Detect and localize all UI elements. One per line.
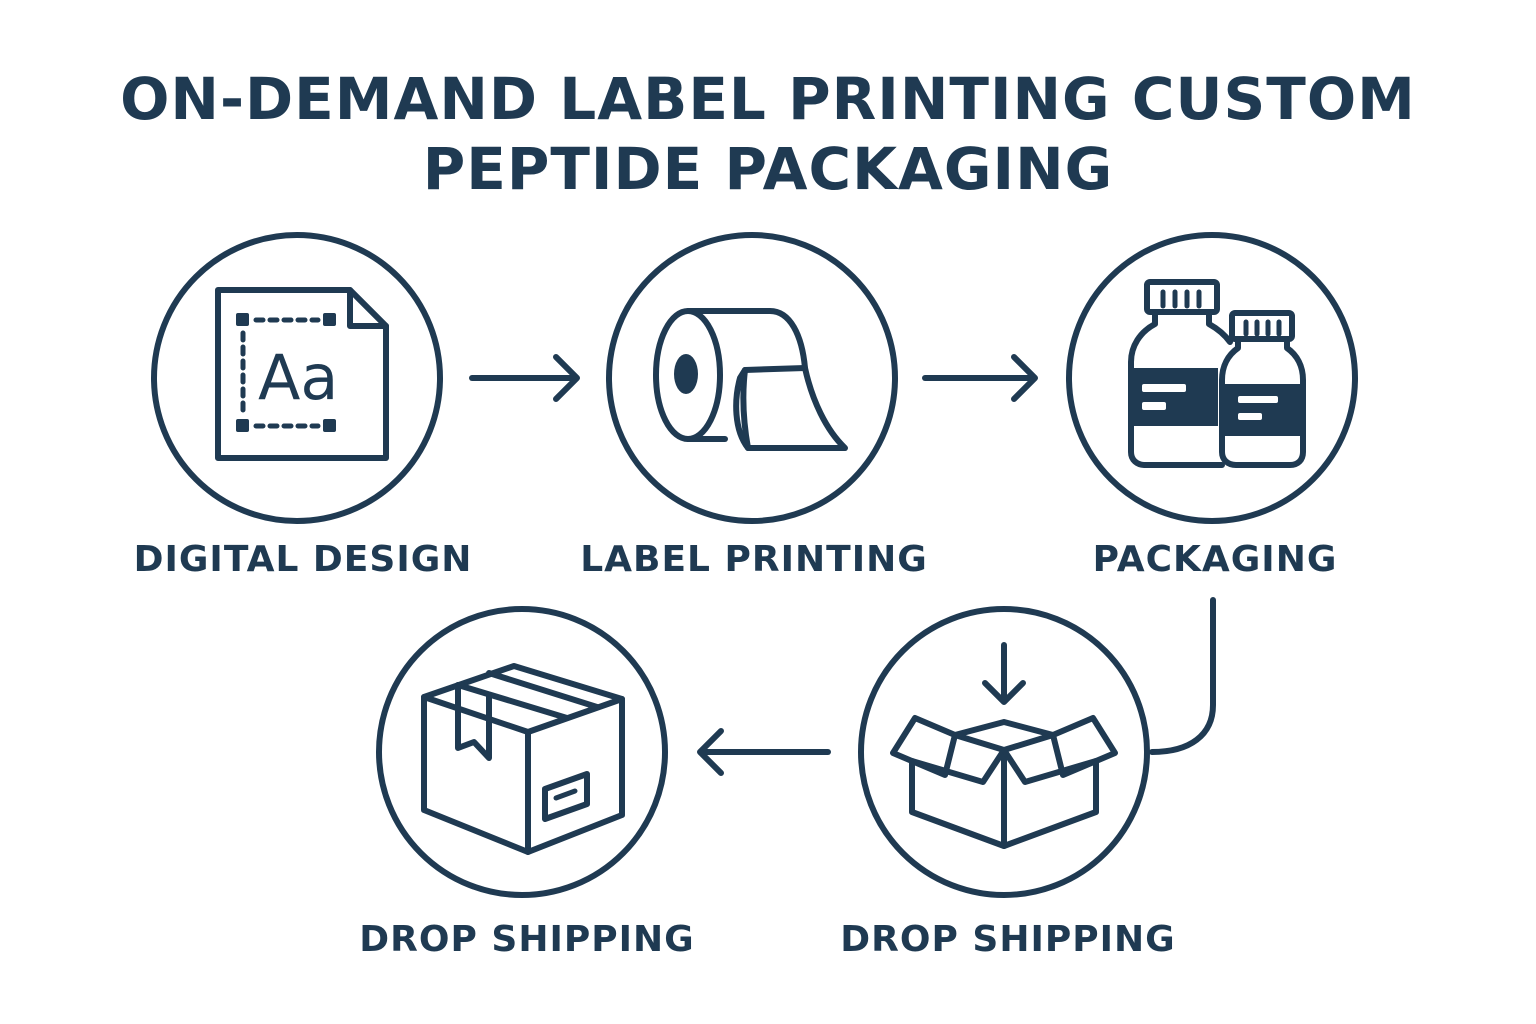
step-digital-design: Aa bbox=[151, 232, 443, 524]
arrow-shipping-to-delivery bbox=[697, 728, 831, 776]
step-circle bbox=[858, 606, 1150, 898]
step-label-printing bbox=[606, 232, 898, 524]
step-drop-shipping-open bbox=[858, 606, 1150, 898]
step-label-drop-shipping-open: DROP SHIPPING bbox=[840, 919, 1176, 960]
step-drop-shipping-closed bbox=[376, 606, 668, 898]
step-circle bbox=[606, 232, 898, 524]
step-label-packaging: PACKAGING bbox=[1092, 539, 1338, 580]
design-document-icon: Aa bbox=[215, 287, 389, 461]
label-roll-icon bbox=[653, 308, 848, 451]
arrow-printing-to-packaging bbox=[922, 354, 1038, 402]
step-circle bbox=[151, 232, 443, 524]
title-line-2: PEPTIDE PACKAGING bbox=[422, 135, 1114, 203]
step-circle bbox=[376, 606, 668, 898]
design-icon-text: Aa bbox=[258, 341, 338, 414]
step-circle bbox=[1066, 232, 1358, 524]
step-label-digital-design: DIGITAL DESIGN bbox=[133, 539, 473, 580]
step-label-drop-shipping-closed: DROP SHIPPING bbox=[359, 919, 695, 960]
open-box-icon bbox=[890, 642, 1118, 849]
step-label-label-printing: LABEL PRINTING bbox=[580, 539, 928, 580]
title-line-1: ON-DEMAND LABEL PRINTING CUSTOM bbox=[120, 65, 1416, 133]
arrow-packaging-to-shipping bbox=[1149, 597, 1216, 755]
arrow-design-to-printing bbox=[469, 354, 580, 402]
step-packaging bbox=[1066, 232, 1358, 524]
bottles-icon bbox=[1128, 279, 1306, 468]
closed-box-icon bbox=[421, 663, 625, 855]
